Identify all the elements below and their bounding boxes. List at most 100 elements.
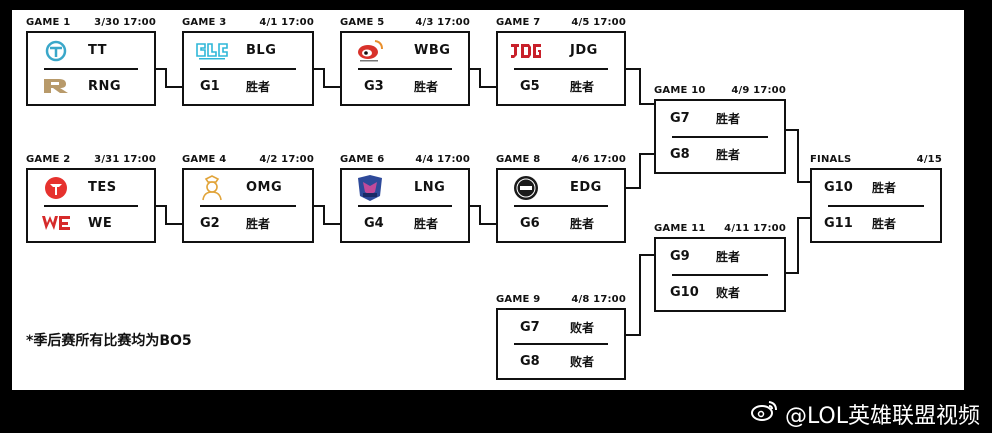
divider (672, 273, 768, 276)
divider (672, 135, 768, 138)
winner-row: G5 胜者 (498, 69, 624, 105)
jdg-logo-icon (508, 37, 544, 65)
game-date: 3/30 17:00 (94, 16, 156, 28)
game5-header: GAME 5 4/3 17:00 (340, 14, 470, 30)
result-tag: 胜者 (872, 181, 897, 196)
game-ref: G5 (520, 78, 540, 94)
divider (200, 67, 296, 70)
connector-g3-g5 (314, 68, 340, 88)
result-tag: 胜者 (414, 79, 439, 94)
result-tag: 胜者 (246, 216, 271, 231)
finals-card: G10 胜者 G11 胜者 (810, 168, 942, 243)
game-date: 4/1 17:00 (259, 16, 314, 28)
winner-row: G6 胜者 (498, 206, 624, 242)
team-row: TT (28, 33, 154, 69)
weibo-icon (749, 399, 779, 429)
game4-card: OMG G2 胜者 (182, 168, 314, 243)
result-tag: 败者 (570, 320, 595, 335)
winner-row: G11 胜者 (812, 206, 940, 242)
game-ref: G4 (364, 215, 384, 231)
game-ref: G3 (364, 78, 384, 94)
game4-header: GAME 4 4/2 17:00 (182, 151, 314, 167)
rng-logo-icon (38, 72, 74, 100)
game-label: GAME 7 (496, 16, 541, 28)
connector-g11-finals (786, 217, 810, 274)
loser-row: G10 败者 (656, 275, 784, 311)
game-label: GAME 10 (654, 84, 706, 96)
game-date: 4/11 17:00 (724, 222, 786, 234)
divider (358, 204, 452, 207)
team-name: RNG (88, 78, 122, 94)
game-ref: G9 (670, 249, 690, 265)
game11-card: G9 胜者 G10 败者 (654, 237, 786, 312)
finals-header: FINALS 4/15 (810, 151, 942, 167)
connector-g7-g10 (626, 68, 654, 105)
divider (44, 67, 138, 70)
blg-logo-icon (194, 37, 230, 65)
team-name: BLG (246, 43, 277, 59)
team-row: LNG (342, 170, 468, 206)
game-ref: G10 (824, 180, 853, 196)
winner-row: G9 胜者 (656, 239, 784, 275)
game-ref: G1 (200, 78, 220, 94)
game-label: GAME 11 (654, 222, 706, 234)
game-label: GAME 9 (496, 293, 541, 305)
game-ref: G11 (824, 215, 853, 231)
tt-logo-icon (38, 37, 74, 65)
team-name: TT (88, 43, 108, 59)
result-tag: 胜者 (570, 216, 595, 231)
game-label: GAME 1 (26, 16, 71, 28)
game-date: 4/6 17:00 (571, 153, 626, 165)
game-label: FINALS (810, 153, 852, 165)
loser-row: G7 败者 (498, 310, 624, 344)
team-name: OMG (246, 180, 283, 196)
team-row: WE (28, 206, 154, 242)
result-tag: 胜者 (716, 147, 741, 162)
game6-card: LNG G4 胜者 (340, 168, 470, 243)
team-name: WBG (414, 43, 451, 59)
game8-header: GAME 8 4/6 17:00 (496, 151, 626, 167)
team-name: WE (88, 215, 113, 231)
game-date: 4/2 17:00 (259, 153, 314, 165)
watermark-text: @LOL英雄联盟视频 (784, 404, 980, 429)
connector-g4-g6 (314, 205, 340, 225)
result-tag: 胜者 (414, 216, 439, 231)
winner-row: G2 胜者 (184, 206, 312, 242)
winner-row: G3 胜者 (342, 69, 468, 105)
connector-g1-g3 (156, 68, 182, 88)
team-name: EDG (570, 180, 602, 196)
result-tag: 败者 (570, 354, 595, 369)
connector-g2-g4 (156, 205, 182, 225)
game10-card: G7 胜者 G8 胜者 (654, 99, 786, 174)
bracket-connectors (156, 68, 810, 336)
game-ref: G10 (670, 284, 699, 300)
lng-logo-icon (352, 174, 388, 202)
game-label: GAME 8 (496, 153, 541, 165)
game-ref: G8 (670, 146, 690, 162)
game-ref: G8 (520, 353, 540, 369)
result-tag: 胜者 (872, 216, 897, 231)
connector-g8-g10 (626, 153, 654, 189)
result-tag: 胜者 (716, 250, 741, 265)
game2-header: GAME 2 3/31 17:00 (26, 151, 156, 167)
game7-card: JDG G5 胜者 (496, 31, 626, 106)
game-date: 4/8 17:00 (571, 293, 626, 305)
team-row: JDG (498, 33, 624, 69)
result-tag: 胜者 (570, 79, 595, 94)
team-row: TES (28, 170, 154, 206)
game-ref: G7 (670, 111, 690, 127)
game-date: 4/15 (916, 153, 942, 165)
game-label: GAME 5 (340, 16, 385, 28)
game-date: 4/5 17:00 (571, 16, 626, 28)
game5-card: WBG G3 胜者 (340, 31, 470, 106)
team-row: WBG (342, 33, 468, 69)
weibo-watermark: @LOL英雄联盟视频 (749, 398, 980, 430)
connector-g10-finals (786, 129, 810, 183)
divider (200, 204, 296, 207)
game1-header: GAME 1 3/30 17:00 (26, 14, 156, 30)
bo5-note: *季后赛所有比赛均为BO5 (26, 333, 192, 349)
winner-row: G7 胜者 (656, 101, 784, 137)
team-row: BLG (184, 33, 312, 69)
game9-card: G7 败者 G8 败者 (496, 308, 626, 380)
result-tag: 败者 (716, 285, 741, 300)
